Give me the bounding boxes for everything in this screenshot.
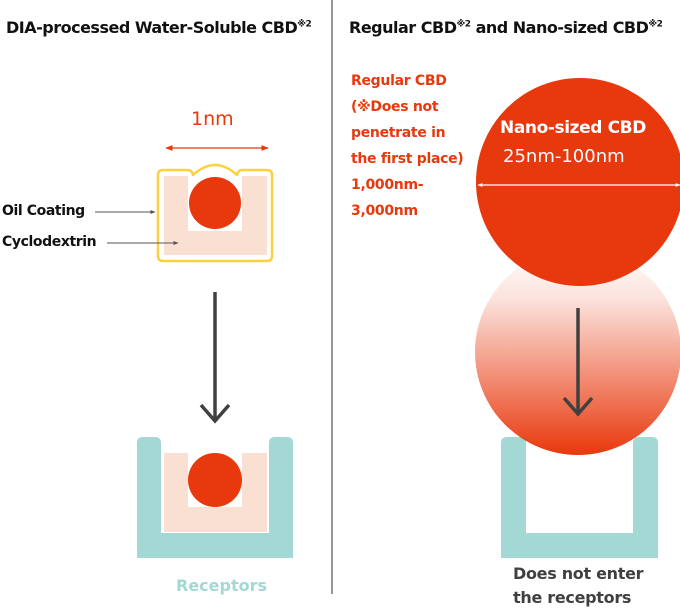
regular-cbd-description: Regular CBD (※Does not penetrate in the … xyxy=(351,68,464,224)
down-arrow-left xyxy=(199,292,231,424)
regular-line: (※Does not xyxy=(351,99,439,115)
right-title-note1: ※2 xyxy=(456,19,471,30)
result-line2: the receptors xyxy=(513,588,632,607)
receptor-right xyxy=(501,437,658,558)
left-title-text: DIA-processed Water-Soluble CBD xyxy=(6,18,298,37)
nano-size: 25nm-100nm xyxy=(503,146,625,167)
cbd-molecule xyxy=(156,163,274,263)
result-line1: Does not enter xyxy=(513,564,644,583)
left-panel-title: DIA-processed Water-Soluble CBD※2 xyxy=(6,18,312,37)
right-panel-title: Regular CBD※2 and Nano-sized CBD※2 xyxy=(349,18,663,37)
regular-line: Regular CBD xyxy=(351,73,447,89)
oil-coating-label: Oil Coating xyxy=(2,203,85,219)
nano-cbd-circle xyxy=(476,78,680,286)
receptors-label: Receptors xyxy=(176,576,268,595)
regular-line: 1,000nm- xyxy=(351,177,424,193)
result-text: Does not enter the receptors xyxy=(513,562,644,610)
left-title-note: ※2 xyxy=(297,19,312,30)
right-title-part2: and Nano-sized CBD xyxy=(470,18,649,37)
nano-label: Nano-sized CBD xyxy=(500,118,646,138)
receptor-left xyxy=(137,437,293,558)
down-arrow-right xyxy=(562,308,594,417)
cyclodextrin-label: Cyclodextrin xyxy=(2,234,97,250)
regular-line: 3,000nm xyxy=(351,203,418,219)
size-label: 1nm xyxy=(191,108,234,130)
regular-line: penetrate in xyxy=(351,125,446,141)
regular-line: the first place) xyxy=(351,151,464,167)
right-title-part1: Regular CBD xyxy=(349,18,457,37)
right-title-note2: ※2 xyxy=(648,19,663,30)
